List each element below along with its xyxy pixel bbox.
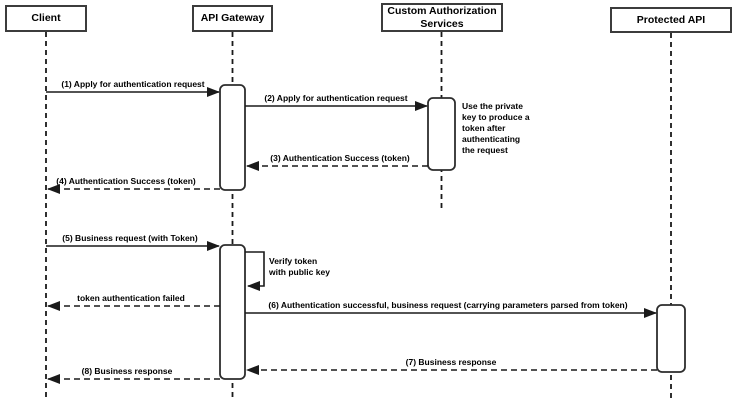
self-message-label: Verify token with public key [269, 256, 330, 278]
actor-box-client: Client [5, 5, 87, 32]
actor-box-custom-authorization-services: Custom Authorization Services [381, 3, 503, 32]
self-message-label-line2: with public key [269, 267, 330, 277]
activation-protected-api [656, 304, 686, 373]
note-line-3: token after [462, 123, 506, 133]
note-text: Use the private key to produce a token a… [462, 101, 530, 156]
message-label-7: (7) Business response [405, 357, 497, 367]
self-message-arrow-verify-token [245, 251, 265, 291]
actor-label-custom-authorization-line1: Custom Authorization [387, 4, 497, 17]
activation-custom-authorization-services [427, 97, 456, 171]
actor-box-api-gateway: API Gateway [192, 5, 273, 32]
message-label-5: (5) Business request (with Token) [62, 233, 198, 243]
note-line-4: authenticating [462, 134, 521, 144]
activation-api-gateway-auth [219, 84, 246, 191]
actor-label-client: Client [31, 12, 61, 24]
note-line-1: Use the private [462, 101, 523, 111]
actor-label-custom-authorization-line2: Services [420, 17, 464, 30]
message-label-1: (1) Apply for authentication request [61, 79, 205, 89]
activation-api-gateway-business [219, 244, 246, 380]
self-message-label-line1: Verify token [269, 256, 318, 266]
note-line-5: the request [462, 145, 508, 155]
message-label-3: (3) Authentication Success (token) [270, 153, 410, 163]
message-label-4: (4) Authentication Success (token) [56, 176, 196, 186]
message-label-2: (2) Apply for authentication request [264, 93, 408, 103]
message-label-8: (8) Business response [81, 366, 173, 376]
note-line-2: key to produce a [462, 112, 530, 122]
actor-box-protected-api: Protected API [610, 7, 732, 33]
message-label-6: (6) Authentication successful, business … [268, 300, 628, 310]
message-label-token-failed: token authentication failed [77, 293, 185, 303]
actor-label-api-gateway: API Gateway [200, 12, 265, 24]
actor-label-protected-api: Protected API [636, 13, 706, 26]
